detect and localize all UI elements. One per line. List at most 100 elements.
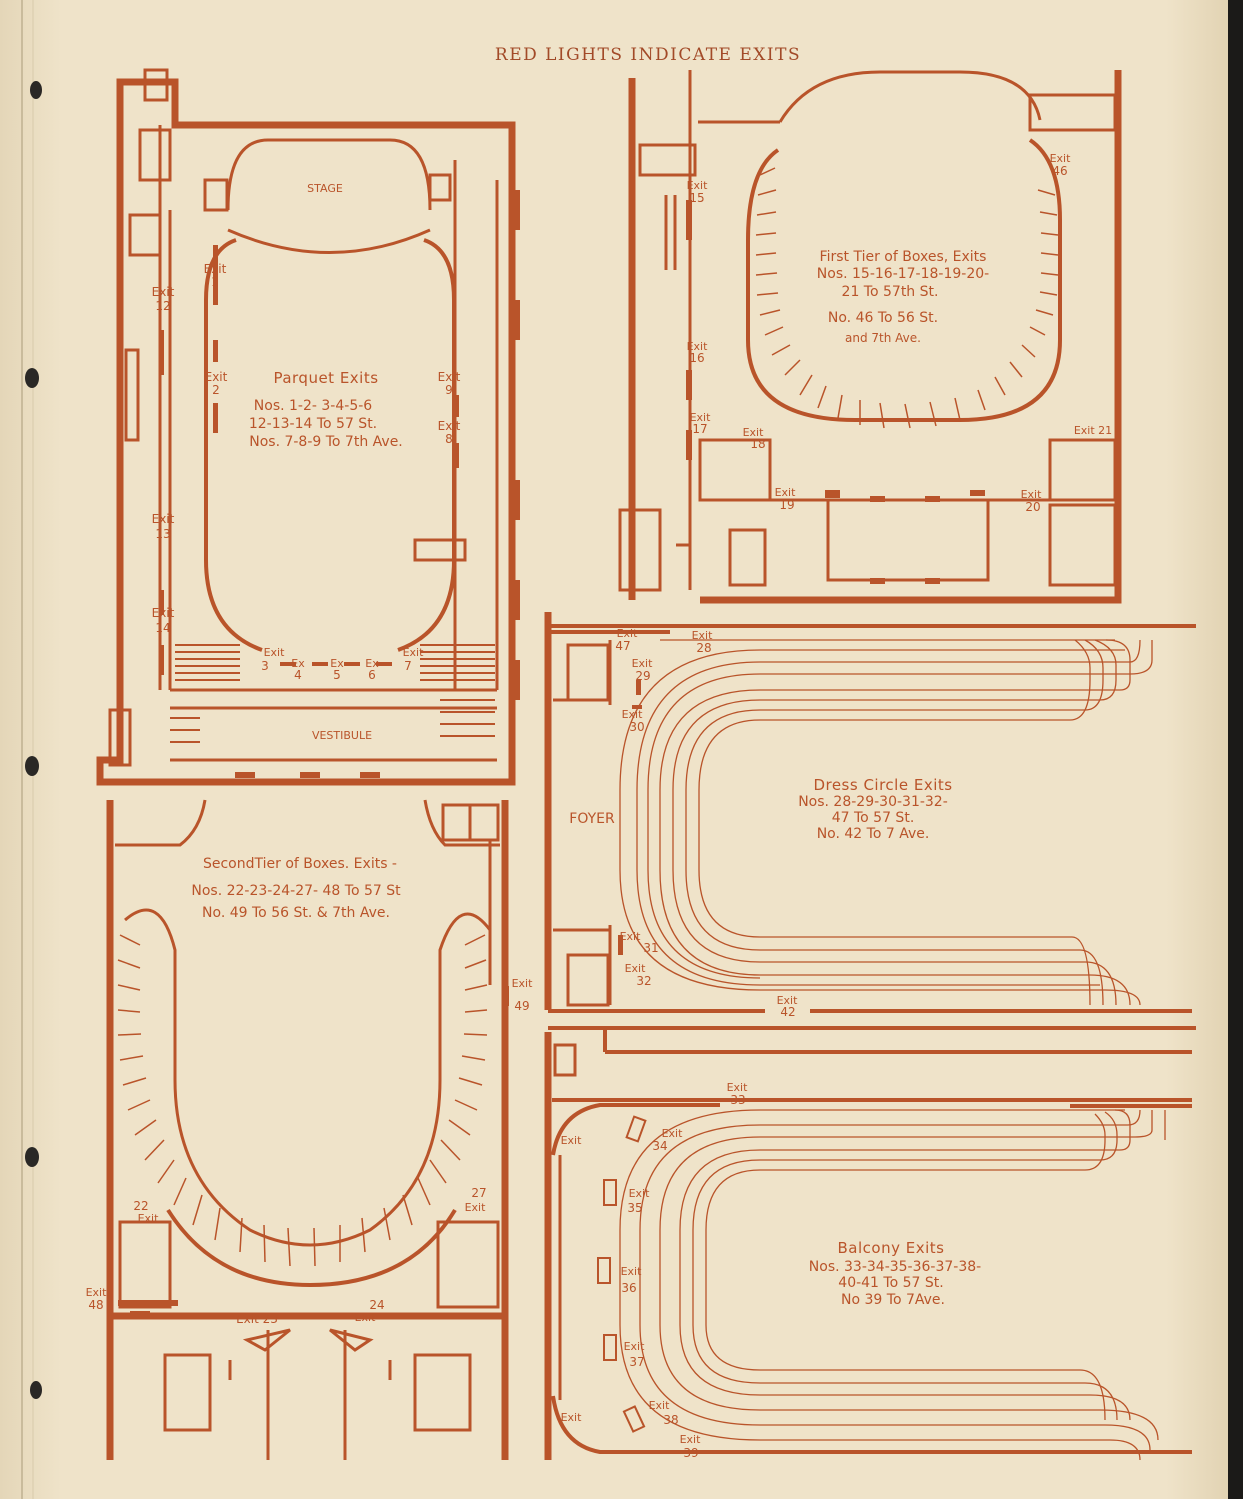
stage-label: STAGE xyxy=(307,182,343,195)
balcony-line-2: Nos. 33-34-35-36-37-38- xyxy=(809,1259,981,1275)
svg-text:Exit: Exit xyxy=(355,1311,377,1324)
parquet-exits-line-2: 12-13-14 To 57 St. xyxy=(249,416,377,432)
exit-label-5: Ex5 xyxy=(330,657,344,682)
svg-text:24: 24 xyxy=(369,1298,384,1312)
svg-text:8: 8 xyxy=(445,432,453,446)
balcony-line-4: No 39 To 7Ave. xyxy=(841,1292,945,1308)
svg-text:14: 14 xyxy=(155,621,170,635)
svg-text:Exit: Exit xyxy=(152,512,175,526)
svg-text:36: 36 xyxy=(621,1281,636,1295)
exit-label-6: Ex6 xyxy=(365,657,379,682)
svg-text:34: 34 xyxy=(652,1139,667,1153)
svg-text:3: 3 xyxy=(261,659,269,673)
svg-text:Exit: Exit xyxy=(438,419,461,433)
svg-text:33: 33 xyxy=(730,1093,745,1107)
svg-text:Exit: Exit xyxy=(727,1081,749,1094)
svg-text:Exit: Exit xyxy=(687,179,709,192)
svg-text:Exit: Exit xyxy=(204,262,227,276)
exit-label-41: Exit xyxy=(561,1411,583,1424)
svg-text:Exit: Exit xyxy=(620,930,642,943)
svg-text:31: 31 xyxy=(643,941,658,955)
parquet-exits-line-1: Nos. 1-2- 3-4-5-6 xyxy=(254,398,372,414)
svg-text:Exit: Exit xyxy=(662,1127,684,1140)
svg-text:Ex: Ex xyxy=(330,657,344,670)
svg-text:47: 47 xyxy=(615,639,630,653)
svg-text:42: 42 xyxy=(780,1005,795,1019)
first-tier-plan: First Tier of Boxes, Exits Nos. 15-16-17… xyxy=(618,70,1122,604)
parquet-plan: STAGE VESTIBULE Parquet Exits Nos. 1-2- … xyxy=(96,68,520,786)
exit-label-49: Exit 49 xyxy=(512,977,534,1013)
svg-text:Exit: Exit xyxy=(632,657,654,670)
svg-text:Exit: Exit xyxy=(743,426,765,439)
svg-text:Exit: Exit xyxy=(264,646,286,659)
svg-text:27: 27 xyxy=(471,1186,486,1200)
svg-text:Exit: Exit xyxy=(138,1212,160,1225)
svg-text:Exit: Exit xyxy=(692,629,714,642)
balcony-plan: Balcony Exits Nos. 33-34-35-36-37-38- 40… xyxy=(544,1026,1196,1461)
svg-text:Exit: Exit xyxy=(629,1187,651,1200)
second-tier-plan: SecondTier of Boxes. Exits - Nos. 22-23-… xyxy=(86,799,534,1460)
svg-text:37: 37 xyxy=(629,1355,644,1369)
svg-text:6: 6 xyxy=(368,668,376,682)
dress-circle-line-4: No. 42 To 7 Ave. xyxy=(817,826,930,842)
svg-text:22: 22 xyxy=(133,1199,148,1213)
svg-text:48: 48 xyxy=(88,1298,103,1312)
svg-text:39: 39 xyxy=(683,1446,698,1460)
svg-text:19: 19 xyxy=(779,498,794,512)
exit-label-40: Exit xyxy=(561,1134,583,1147)
svg-text:38: 38 xyxy=(663,1413,678,1427)
svg-text:49: 49 xyxy=(514,999,529,1013)
svg-text:Exit: Exit xyxy=(777,994,799,1007)
svg-text:Exit: Exit xyxy=(512,977,534,990)
svg-text:9: 9 xyxy=(445,383,453,397)
svg-text:Exit: Exit xyxy=(1050,152,1072,165)
svg-text:Ex: Ex xyxy=(365,657,379,670)
svg-text:Exit: Exit xyxy=(438,370,461,384)
svg-text:Exit: Exit xyxy=(403,646,425,659)
page-title: RED LIGHTS INDICATE EXITS xyxy=(495,45,801,65)
binding-edge xyxy=(21,0,42,1499)
dress-circle-line-3: 47 To 57 St. xyxy=(832,810,915,826)
svg-text:17: 17 xyxy=(692,422,707,436)
svg-text:Exit: Exit xyxy=(152,285,175,299)
svg-text:35: 35 xyxy=(627,1201,642,1215)
parquet-exits-line-3: Nos. 7-8-9 To 7th Ave. xyxy=(249,434,403,450)
vestibule-label: VESTIBULE xyxy=(312,729,372,742)
foyer-label: FOYER xyxy=(569,811,615,827)
svg-text:13: 13 xyxy=(155,527,170,541)
svg-text:46: 46 xyxy=(1052,164,1067,178)
svg-text:5: 5 xyxy=(333,668,341,682)
svg-text:29: 29 xyxy=(635,669,650,683)
exit-label-23: Exit 23 xyxy=(236,1312,278,1326)
dress-circle-plan: FOYER Dress Circle Exits Nos. 28-29-30-3… xyxy=(544,612,1196,1019)
svg-text:Exit: Exit xyxy=(680,1433,702,1446)
svg-text:15: 15 xyxy=(689,191,704,205)
svg-text:Exit: Exit xyxy=(152,606,175,620)
